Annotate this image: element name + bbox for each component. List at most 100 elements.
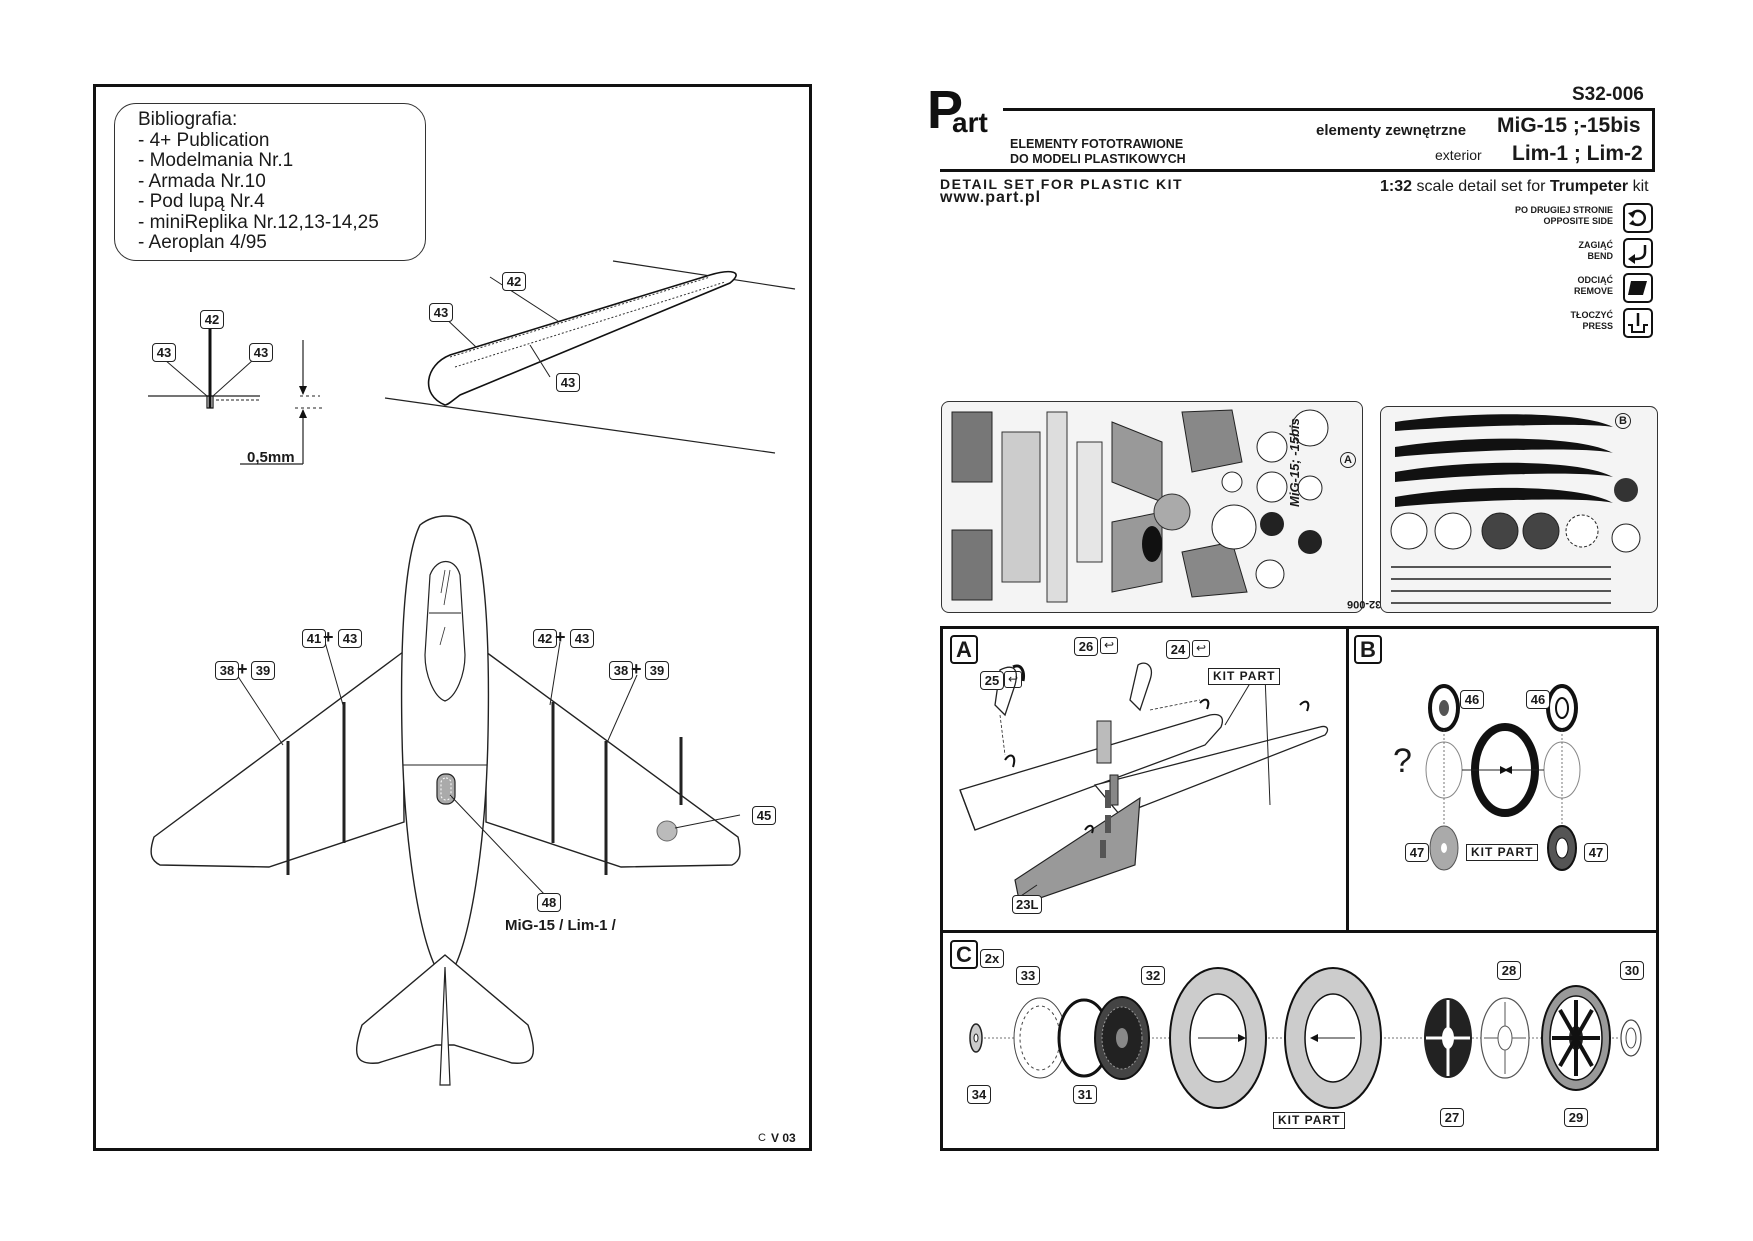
part-number-46: 46 <box>1526 690 1550 709</box>
section-divider-horizontal <box>940 930 1659 933</box>
legend-en: BEND <box>1587 251 1613 261</box>
bibliography-box: Bibliografia: - 4+ Publication - Modelma… <box>114 103 426 261</box>
part-number-47: 47 <box>1584 843 1608 862</box>
press-icon <box>1623 308 1653 338</box>
fence-perspective-diagram <box>384 260 796 454</box>
fret-a-label: MiG-15; -15bis <box>1287 418 1302 507</box>
section-divider-vertical <box>1346 626 1349 932</box>
kit-part-label: KIT PART <box>1208 668 1281 685</box>
part-number-34: 34 <box>967 1085 991 1104</box>
photo-etched-fret-a: MiG-15; -15bis S32-006 A <box>941 401 1389 613</box>
part-number-46: 46 <box>1460 690 1484 709</box>
bend-icon: ↩ <box>1192 640 1210 657</box>
part-logo: P art <box>927 80 1003 144</box>
fret-a-letter: A <box>1340 452 1356 468</box>
bibliography-item: - 4+ Publication <box>138 129 270 151</box>
part-number-43: 43 <box>429 303 453 322</box>
section-c-letter: C <box>950 940 978 969</box>
scale-value: 1:32 <box>1380 178 1413 195</box>
website: www.part.pl <box>940 189 1042 206</box>
plus-sign: + <box>631 659 642 679</box>
multiplier-2x: 2x <box>980 949 1004 968</box>
aircraft-top-view <box>150 515 741 1086</box>
part-number-48: 48 <box>537 893 561 912</box>
product-code: S32-006 <box>1572 84 1644 105</box>
aircraft-caption: MiG-15 / Lim-1 / <box>505 917 616 934</box>
section-b-drawing <box>1425 684 1581 871</box>
part-number-24: 24 <box>1166 640 1190 659</box>
section-c-drawing <box>969 967 1642 1109</box>
bend-icon <box>1623 238 1653 268</box>
bibliography-item: - Armada Nr.10 <box>138 170 266 192</box>
section-a-drawing <box>959 662 1329 906</box>
question-mark: ? <box>1393 742 1412 780</box>
part-number-27: 27 <box>1440 1108 1464 1127</box>
bibliography-item: - Aeroplan 4/95 <box>138 232 267 253</box>
part-number-43: 43 <box>152 343 176 362</box>
part-number-26: 26 <box>1074 637 1098 656</box>
part-number-43: 43 <box>570 629 594 648</box>
kit-part-label: KIT PART <box>1466 844 1539 861</box>
part-number-39: 39 <box>645 661 669 680</box>
part-number-25: 25 <box>980 671 1004 690</box>
bend-icon: ↩ <box>1100 637 1118 654</box>
part-number-43: 43 <box>338 629 362 648</box>
fret-b-letter: B <box>1615 413 1631 429</box>
version-prefix: C <box>758 1132 766 1144</box>
plus-sign: + <box>237 659 248 679</box>
part-number-43: 43 <box>556 373 580 392</box>
part-number-23l: 23L <box>1012 895 1043 914</box>
photo-etched-fret-b: B <box>1380 406 1658 613</box>
bibliography-item: - Pod lupą Nr.4 <box>138 191 265 212</box>
plus-sign: + <box>323 627 334 647</box>
part-number-29: 29 <box>1564 1108 1588 1127</box>
part-number-28: 28 <box>1497 961 1521 980</box>
logo-letter-p: P <box>927 80 964 140</box>
bend-icon: ↩ <box>1004 671 1022 688</box>
dimension-label: 0,5mm <box>247 449 295 466</box>
model-line-2: Lim-1 ; Lim-2 <box>1512 142 1643 165</box>
part-number-42: 42 <box>200 310 224 329</box>
legend-en: REMOVE <box>1573 286 1613 296</box>
fence-section-diagram <box>148 310 322 465</box>
part-number-38: 38 <box>215 661 239 680</box>
bibliography-item: - miniReplika Nr.12,13-14,25 <box>138 211 379 233</box>
part-number-38: 38 <box>609 661 633 680</box>
part-number-39: 39 <box>251 661 275 680</box>
plus-sign: + <box>555 627 566 647</box>
flip-icon <box>1623 203 1653 233</box>
legend-pl: ODCIĄĆ <box>1577 275 1614 285</box>
legend-pl: ZAGIĄĆ <box>1578 240 1614 250</box>
part-number-42: 42 <box>502 272 526 291</box>
part-number-42: 42 <box>533 629 557 648</box>
part-number-41: 41 <box>302 629 326 648</box>
model-line-1: MiG-15 ;-15bis <box>1497 114 1641 137</box>
legend-pl: TŁOCZYĆ <box>1570 310 1614 320</box>
exterior-polish: elementy zewnętrzne <box>1316 122 1467 139</box>
part-number-47: 47 <box>1405 843 1429 862</box>
scale-text: scale detail set for <box>1416 178 1546 195</box>
part-number-43: 43 <box>249 343 273 362</box>
legend-en: PRESS <box>1582 321 1613 331</box>
part-number-30: 30 <box>1620 961 1644 980</box>
part-number-31: 31 <box>1073 1085 1097 1104</box>
section-a-letter: A <box>950 635 978 664</box>
part-number-32: 32 <box>1141 966 1165 985</box>
part-number-33: 33 <box>1016 966 1040 985</box>
exterior-english: exterior <box>1435 147 1482 163</box>
section-b-letter: B <box>1354 635 1382 664</box>
kit-word: kit <box>1632 178 1649 195</box>
header-polish-line-2: DO MODELI PLASTIKOWYCH <box>1010 152 1186 166</box>
header-box <box>1003 108 1655 172</box>
scale-line: 1:32 scale detail set for Trumpeter kit <box>1380 178 1649 196</box>
bibliography-item: - Modelmania Nr.1 <box>138 150 294 171</box>
detail-set-label: DETAIL SET FOR PLASTIC KIT <box>940 176 1184 192</box>
part-number-45: 45 <box>752 806 776 825</box>
header-polish-line-1: ELEMENTY FOTOTRAWIONE <box>1010 137 1184 151</box>
bibliography-title: Bibliografia: <box>138 109 238 130</box>
header-underline <box>940 169 1006 172</box>
